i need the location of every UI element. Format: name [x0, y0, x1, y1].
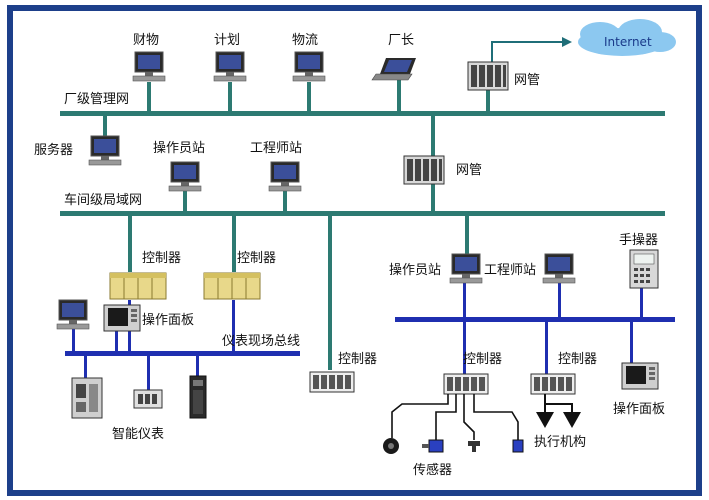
left-controller-icon [109, 272, 167, 300]
factory-management-bus [60, 111, 665, 116]
plan-workstation-icon [213, 51, 247, 82]
engineer-station-label: 工程师站 [250, 141, 302, 156]
fieldbus-label: 仪表现场总线 [222, 334, 300, 349]
sensor-icon [422, 439, 444, 453]
finance-workstation-icon [132, 51, 166, 82]
server-icon [88, 135, 122, 166]
valve-actuator-icon [563, 412, 581, 428]
valve-actuator-icon [536, 412, 554, 428]
sensor-label: 传感器 [413, 462, 452, 478]
right-operator-station-label: 操作员站 [389, 262, 441, 278]
fieldbus-left [65, 351, 300, 356]
right-controller-2-label: 控制器 [558, 352, 597, 367]
hand-operator-label: 手操器 [619, 232, 658, 248]
smart-instrument-icon [71, 377, 103, 419]
smart-instrument-icon [189, 375, 207, 419]
right-controller-1-label: 控制器 [463, 352, 502, 367]
director-label: 厂长 [388, 33, 414, 48]
mid-controller-label: 控制器 [237, 251, 276, 266]
engineer-station-icon [268, 161, 302, 192]
center-controller-label: 控制器 [338, 352, 377, 367]
factory-net-label: 厂级管理网 [64, 92, 129, 107]
arrow-head-icon [562, 37, 572, 47]
right-engineer-station-icon [542, 253, 576, 284]
fieldbus-right [395, 317, 675, 322]
mid-gateway-rack-icon [403, 155, 445, 185]
plan-label: 计划 [214, 33, 240, 48]
laptop-icon [371, 58, 416, 81]
right-controller-2-icon [530, 373, 576, 395]
outer-frame [7, 5, 702, 496]
smart-instrument-icon [133, 389, 163, 409]
right-operator-panel-label: 操作面板 [613, 401, 665, 417]
mid-controller-icon [203, 272, 261, 300]
left-operator-panel-label: 操作面板 [142, 312, 194, 328]
server-label: 服务器 [34, 142, 73, 158]
internet-label: Internet [604, 35, 652, 49]
right-operator-panel-icon [621, 362, 659, 390]
actuator-label: 执行机构 [534, 435, 586, 450]
sensor-icon [512, 439, 524, 453]
operator-station-icon [168, 161, 202, 192]
hand-operator-icon [629, 249, 659, 289]
left-operator-panel-icon [103, 304, 141, 332]
logistics-label: 物流 [292, 33, 318, 48]
top-gateway-label: 网管 [514, 73, 540, 88]
workshop-lan-bus [60, 211, 665, 216]
sensor-icon [383, 438, 399, 454]
operator-station-label: 操作员站 [153, 140, 205, 156]
left-controller-label: 控制器 [142, 251, 181, 266]
right-engineer-station-label: 工程师站 [484, 263, 536, 278]
top-gateway-rack-icon [467, 61, 509, 91]
finance-label: 财物 [133, 33, 159, 48]
sensor-icon [468, 441, 480, 452]
mid-gateway-label: 网管 [456, 163, 482, 178]
internet-link [491, 41, 562, 64]
cloud-icon [578, 19, 676, 56]
logistics-workstation-icon [292, 51, 326, 82]
right-controller-1-icon [443, 373, 489, 395]
left-field-pc-icon [56, 299, 90, 330]
workshop-lan-label: 车间级局域网 [64, 192, 142, 208]
right-operator-station-icon [449, 253, 483, 284]
center-controller-icon [309, 371, 355, 393]
smart-instrument-label: 智能仪表 [112, 427, 164, 442]
